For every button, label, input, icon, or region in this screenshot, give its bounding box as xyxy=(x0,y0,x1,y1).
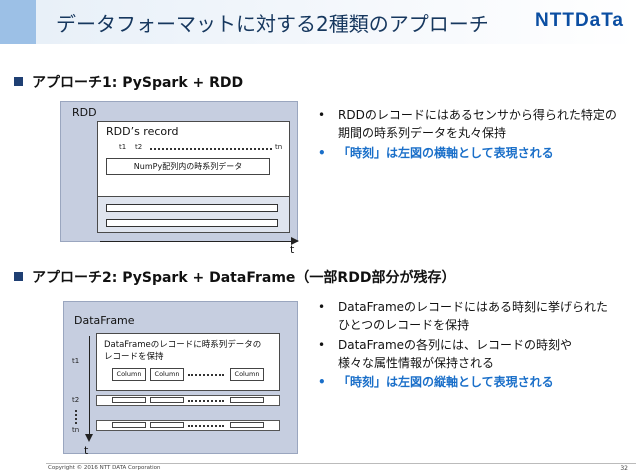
cell-bar xyxy=(112,397,146,403)
rdd-label: RDD xyxy=(72,106,97,119)
approach2-bullet-highlight: •「時刻」は左図の縦軸として表現される xyxy=(318,375,554,389)
cell-bar xyxy=(230,422,264,428)
approach2-heading: アプローチ2: PySpark + DataFrame（一部RDD部分が残存） xyxy=(14,267,455,287)
slide-title: データフォーマットに対する2種類のアプローチ xyxy=(56,12,489,36)
column-dots xyxy=(188,425,224,427)
tick-t2: t2 xyxy=(72,396,80,404)
column-box: Column xyxy=(112,368,146,381)
tick-tn: tn xyxy=(72,426,80,434)
arrow-down-icon xyxy=(85,434,93,442)
cell-bar xyxy=(150,397,184,403)
title-bar: データフォーマットに対する2種類のアプローチ NTTDaTa xyxy=(0,0,638,44)
column-box: Column xyxy=(230,368,264,381)
title-accent xyxy=(0,0,36,44)
footer-divider xyxy=(46,463,636,464)
tick-tn: tn xyxy=(275,143,283,151)
approach2-bullet: •DataFrameのレコードにはある時刻に挙げられた ひとつのレコードを保持 xyxy=(318,300,609,332)
numpy-array-box: NumPy配列内の時系列データ xyxy=(106,158,270,175)
square-bullet-icon xyxy=(14,77,23,86)
page-number: 32 xyxy=(620,465,628,472)
approach1-bullet-highlight: •「時刻」は左図の横軸として表現される xyxy=(318,146,554,160)
approach2-bullet: •DataFrameの各列には、レコードの時刻や 様々な属性情報が保持される xyxy=(318,338,573,370)
arrow-right-icon xyxy=(291,237,299,245)
record-stack xyxy=(97,196,290,233)
time-axis-horizontal xyxy=(100,241,292,242)
record-bar xyxy=(106,204,278,212)
dataframe-label: DataFrame xyxy=(74,314,135,327)
time-axis-label: t xyxy=(84,444,89,457)
column-box: Column xyxy=(150,368,184,381)
cell-bar xyxy=(112,422,146,428)
copyright-text: Copyright © 2016 NTT DATA Corporation xyxy=(48,465,161,471)
approach1-heading-text: アプローチ1: PySpark + RDD xyxy=(32,75,244,91)
column-dots xyxy=(188,400,224,402)
approach1-heading: アプローチ1: PySpark + RDD xyxy=(14,72,243,92)
time-axis-label: t xyxy=(290,243,295,256)
time-dots xyxy=(150,148,272,150)
company-logo: NTTDaTa xyxy=(535,10,624,31)
title-background xyxy=(36,0,638,44)
record-bar xyxy=(106,219,278,227)
dataframe-record-text: DataFrameのレコードに時系列データの レコードを保持 xyxy=(104,340,262,362)
rdd-record-label: RDD’s record xyxy=(106,125,179,138)
approach2-heading-text: アプローチ2: PySpark + DataFrame（一部RDD部分が残存） xyxy=(32,270,456,286)
column-dots xyxy=(188,374,224,376)
dataframe-record xyxy=(96,333,280,391)
time-axis-vertical xyxy=(89,336,90,436)
tick-t1: t1 xyxy=(119,143,127,151)
cell-bar xyxy=(150,422,184,428)
tick-t1: t1 xyxy=(72,357,80,365)
vertical-time-dots xyxy=(75,410,77,424)
approach1-bullet: •RDDのレコードにはあるセンサから得られた特定の 期間の時系列データを丸々保持 xyxy=(318,108,617,140)
tick-t2: t2 xyxy=(135,143,143,151)
cell-bar xyxy=(230,397,264,403)
square-bullet-icon xyxy=(14,272,23,281)
